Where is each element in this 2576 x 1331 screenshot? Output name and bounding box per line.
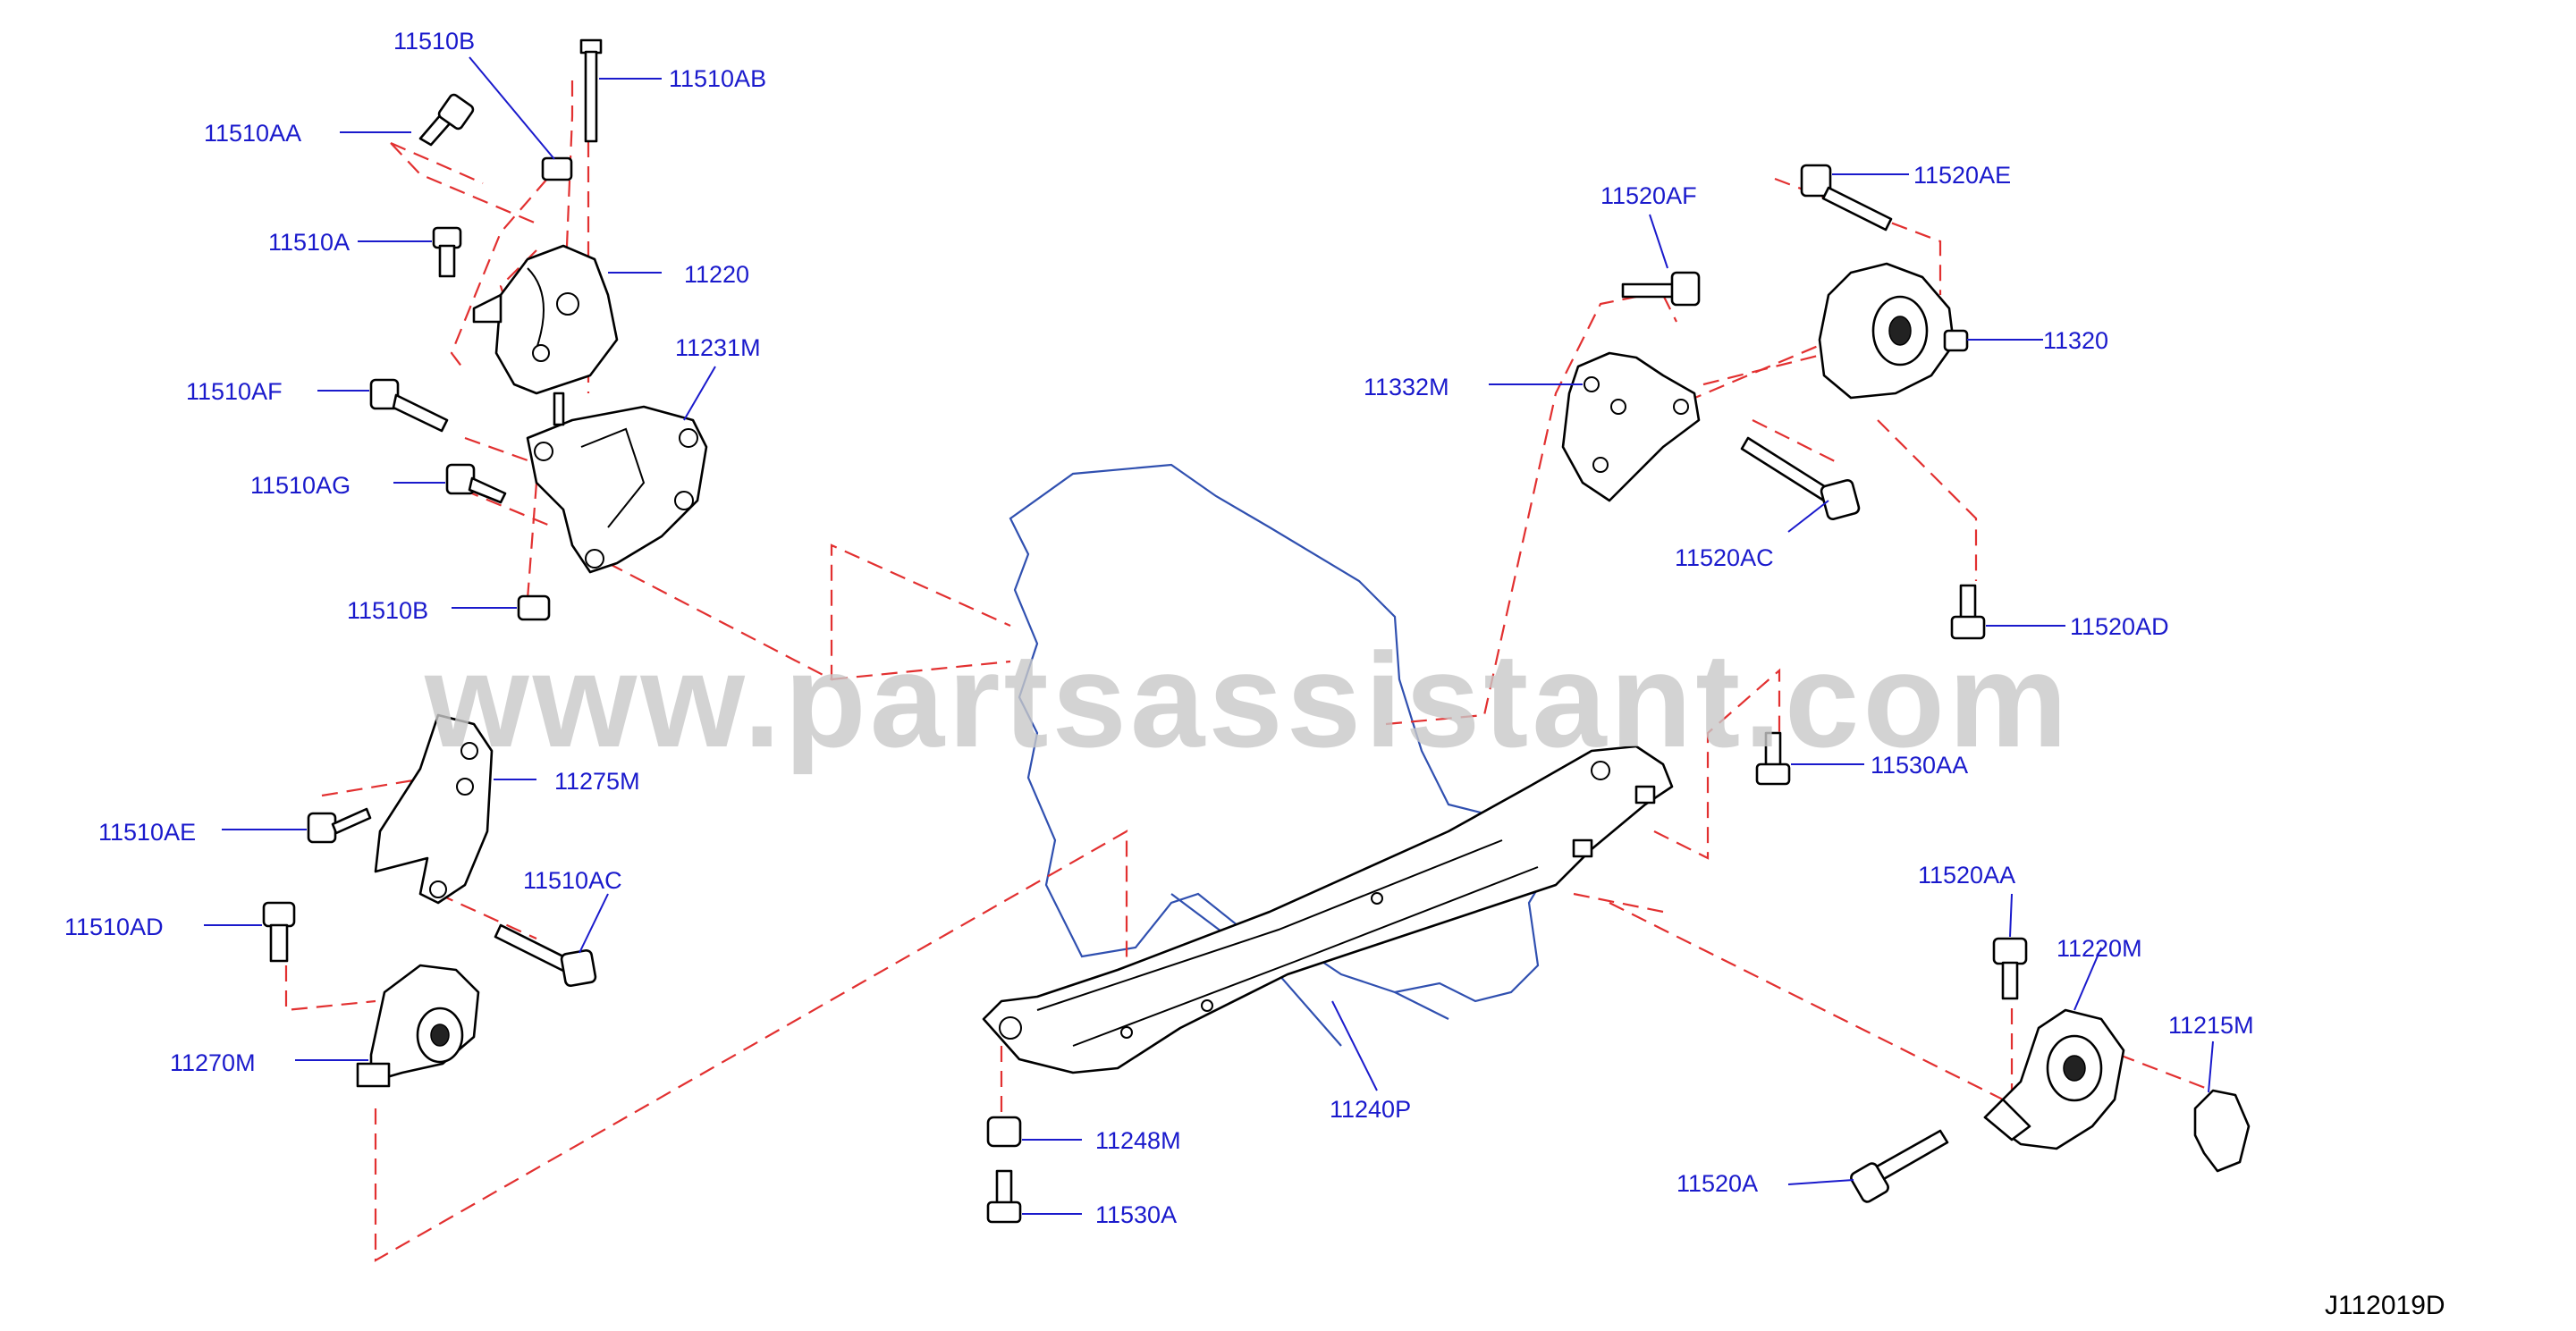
bracket-11231M — [526, 392, 708, 574]
label-11520A: 11520A — [1677, 1170, 1758, 1197]
label-11520AD: 11520AD — [2070, 613, 2169, 640]
label-11530AA: 11530AA — [1871, 752, 1968, 779]
mount-11270M — [356, 964, 480, 1088]
bracket-11275M — [374, 713, 494, 905]
label-11275M: 11275M — [554, 768, 640, 795]
label-11231M: 11231M — [675, 334, 761, 361]
mount-11320 — [1818, 262, 1969, 400]
label-11240P: 11240P — [1330, 1096, 1411, 1123]
label-11248M: 11248M — [1095, 1127, 1181, 1154]
label-11220: 11220 — [684, 261, 749, 288]
engine-mount-11220 — [472, 244, 619, 395]
label-11520AE: 11520AE — [1913, 162, 2011, 189]
label-11220M: 11220M — [2057, 935, 2142, 962]
bracket-11215M — [2193, 1089, 2251, 1173]
bolts-right-top — [1621, 164, 1986, 786]
label-11510AE: 11510AE — [98, 819, 196, 846]
label-11332M: 11332M — [1364, 374, 1449, 400]
label-11320: 11320 — [2043, 327, 2108, 354]
bracket-11332M — [1561, 351, 1701, 502]
crossmember-11240P — [982, 745, 1674, 1074]
label-11510AC: 11510AC — [523, 867, 622, 894]
label-11510B-bottom: 11510B — [347, 597, 428, 624]
label-11510B-top: 11510B — [393, 28, 475, 55]
label-11270M: 11270M — [170, 1049, 256, 1076]
label-11510AD: 11510AD — [64, 914, 164, 940]
label-11215M: 11215M — [2168, 1012, 2254, 1039]
bolts-left-bottom — [262, 807, 597, 988]
label-11520AC: 11520AC — [1675, 544, 1774, 571]
label-11520AF: 11520AF — [1600, 182, 1697, 209]
label-11510AA: 11510AA — [204, 120, 301, 147]
mount-11220M — [1983, 1008, 2125, 1150]
watermark: www.partsassistant.com — [424, 625, 2071, 775]
label-11530A: 11530A — [1095, 1201, 1177, 1228]
label-11510A: 11510A — [268, 229, 350, 256]
label-11510AB: 11510AB — [669, 65, 766, 92]
bolts-center — [986, 1116, 1022, 1224]
label-11510AG: 11510AG — [250, 472, 351, 499]
leader-lines — [204, 56, 2214, 1215]
diagram-code: J112019D — [2325, 1291, 2445, 1320]
assembly-lines — [284, 80, 2236, 1262]
bolts-right-bottom — [1850, 937, 2028, 1203]
label-11520AA: 11520AA — [1918, 862, 2015, 889]
label-11510AF: 11510AF — [186, 378, 283, 405]
part-labels: 11510B 11510AB 11510AA 11510A 11220 1123… — [64, 28, 2254, 1228]
bolts-left-top — [369, 38, 603, 621]
